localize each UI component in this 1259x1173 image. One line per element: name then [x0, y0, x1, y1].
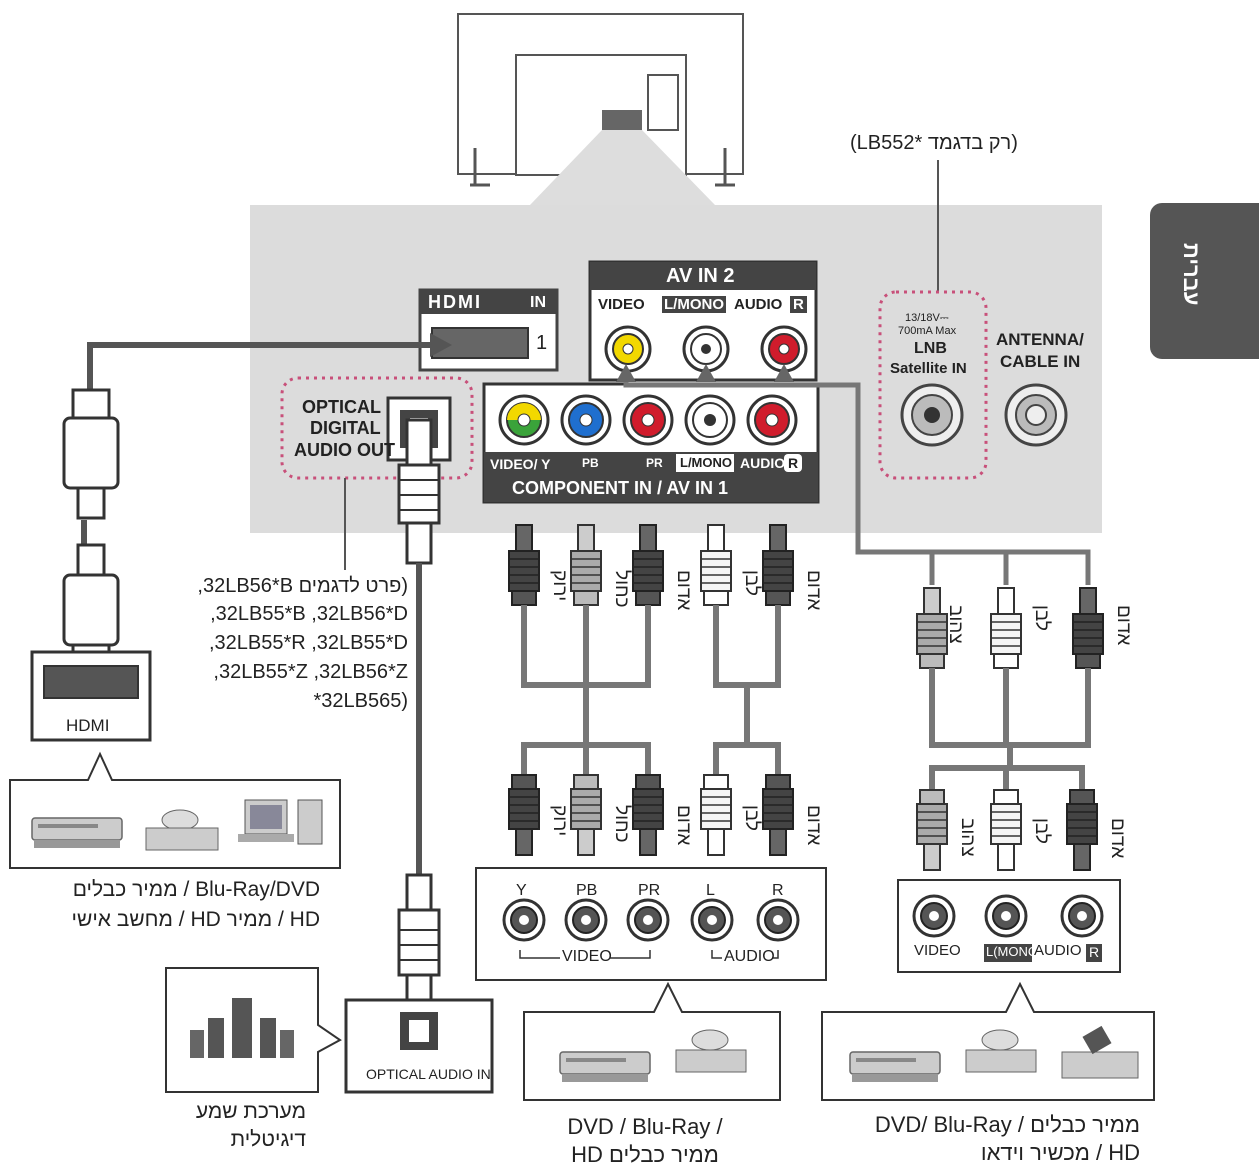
component-devices-box [523, 981, 781, 1101]
color-red-bottom-1: אדום [673, 805, 694, 846]
lnb-label2: Satellite IN [890, 360, 967, 377]
av-box-video: VIDEO [914, 942, 961, 959]
av-cables [616, 364, 1104, 871]
color-white-av-top: לבן [1031, 605, 1052, 631]
color-white-bottom: לבן [741, 805, 762, 831]
av-in2-video: VIDEO [598, 296, 645, 313]
language-tab[interactable]: עברית [1150, 203, 1259, 359]
av-devices-box [821, 981, 1155, 1101]
hdmi-caption-2: HD / ממיר HD / מחשב אישי [71, 908, 320, 931]
antenna-port [1004, 383, 1068, 447]
optical-highlight [280, 376, 474, 480]
component-cables [521, 605, 781, 775]
optical-models-1: (פרט לדגמים 32LB56*B, [197, 575, 408, 597]
comp-video-y: VIDEO/ Y [490, 456, 551, 472]
comp-box-r: R [772, 882, 784, 899]
av-in2-lmono: L/MONO [662, 296, 726, 313]
antenna-label2: CABLE IN [1000, 352, 1081, 371]
hdmi-in-panel [418, 288, 559, 372]
comp-box-pb: PB [576, 882, 598, 899]
color-green-bottom: ירוק [549, 805, 570, 837]
av-caption-1: ממיר כבלים / DVD/ Blu-Ray [874, 1112, 1140, 1137]
component-device-box [475, 867, 827, 981]
optical-out-line1: OPTICAL [302, 397, 381, 417]
lnb-spec2: 700mA Max [898, 325, 957, 337]
color-red-av-top: אדום [1113, 605, 1134, 646]
optical-models-5: (32LB565* [313, 690, 408, 712]
color-red-bottom-2: אדום [803, 805, 824, 846]
color-blue-bottom: כחול [611, 805, 632, 843]
comp-box-pr: PR [638, 882, 661, 899]
comp-box-audio: AUDIO [724, 948, 775, 965]
component-caption-1: / DVD / Blu-Ray [567, 1114, 723, 1139]
hdmi-in-label: IN [530, 294, 546, 311]
color-red-top-2: אדום [803, 570, 824, 611]
language-tab-label: עברית [1179, 243, 1204, 306]
color-blue-top: כחול [611, 570, 632, 608]
comp-box-y: Y [516, 882, 527, 899]
sound-system-box [165, 967, 342, 1093]
optical-models-3: 32LB55*R ,32LB55*D, [208, 632, 408, 654]
color-yellow-av-top: צהוב [945, 605, 966, 644]
sound-caption-2: דיגיטלית [230, 1128, 306, 1151]
av-in2-r: R [790, 296, 807, 313]
av-in2-title: AV IN 2 [666, 265, 735, 287]
hdmi-caption-1: Blu-Ray/DVD / ממיר כבלים [72, 878, 320, 901]
av-device-box [897, 879, 1121, 973]
tv-outline [457, 13, 744, 205]
lnb-port [900, 383, 964, 447]
optical-in-label: OPTICAL AUDIO IN [366, 1066, 491, 1082]
comp-pr: PR [646, 456, 663, 470]
optical-models-4: 32LB55*Z ,32LB56*Z, [213, 661, 408, 683]
comp-lmono: L/MONO [680, 455, 732, 470]
comp-box-l: L [706, 882, 715, 899]
hdmi-device-label: HDMI [66, 716, 110, 735]
comp-audio: AUDIO [740, 455, 786, 471]
lnb-label1: LNB [914, 340, 947, 357]
hdmi-port-number: 1 [536, 332, 548, 354]
av-in2-audio: AUDIO [734, 296, 783, 313]
optical-in-box [344, 998, 494, 1094]
comp-box-video: VIDEO [562, 948, 612, 965]
antenna-label1: ANTENNA/ [996, 330, 1084, 349]
av-caption-2: HD / מכשיר וידאו [980, 1140, 1140, 1165]
color-white-av-bottom: לבן [1031, 818, 1052, 844]
av-box-lmono: L(MONO) [986, 944, 1043, 959]
color-yellow-av-bottom: צהוב [957, 818, 978, 857]
component-in-panel [482, 382, 820, 504]
optical-out-line3: AUDIO OUT [294, 440, 395, 460]
optical-models-2: 32LB55*B ,32LB56*D, [210, 603, 408, 625]
hdmi-devices-box [9, 751, 341, 869]
optical-cable [397, 418, 441, 1007]
component-in-title: COMPONENT IN / AV IN 1 [512, 478, 729, 498]
optical-out-line2: DIGITAL [310, 418, 381, 438]
hdmi-device-port [30, 650, 152, 742]
sound-caption-1: מערכת שמע [195, 1100, 306, 1123]
lnb-spec1: 13/18V⎓ [905, 312, 949, 324]
hdmi-logo: HDMI [428, 292, 482, 312]
component-caption-2: ממיר כבלים HD [571, 1142, 719, 1167]
lnb-highlight [878, 290, 988, 480]
color-red-top-1: אדום [673, 570, 694, 611]
satellite-note: (רק בדגמד *LB552) [850, 132, 1018, 154]
av-box-r: R [1089, 944, 1100, 960]
comp-r: R [788, 455, 799, 471]
av-in2-panel [588, 260, 818, 382]
comp-pb: PB [582, 456, 599, 470]
color-red-av-bottom: אדום [1107, 818, 1128, 859]
color-white-top: לבן [741, 570, 762, 596]
av-box-audio: AUDIO [1034, 942, 1082, 959]
color-green-top: ירוק [549, 570, 570, 602]
